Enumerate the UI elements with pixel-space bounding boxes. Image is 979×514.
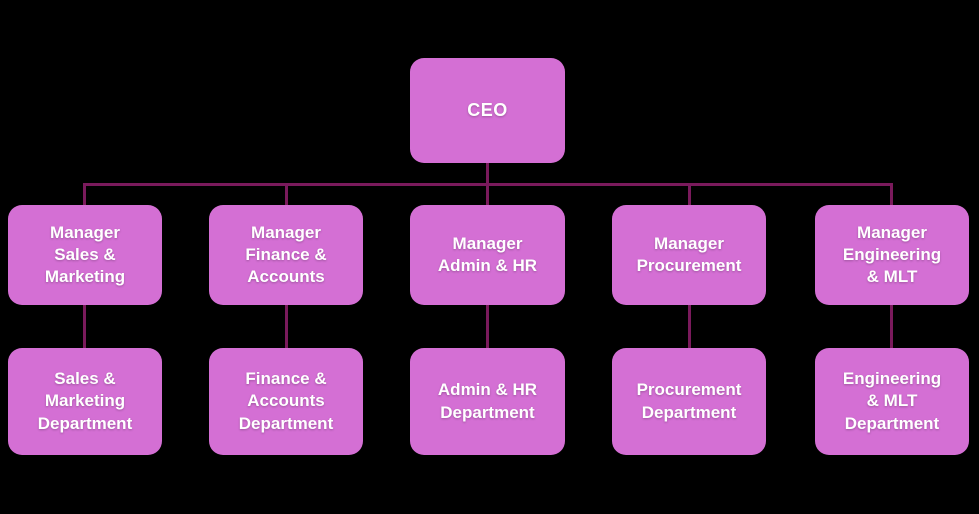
node-manager-engineering-mlt: Manager Engineering & MLT <box>815 205 969 305</box>
node-dept-sales-marketing: Sales & Marketing Department <box>8 348 162 455</box>
node-dept-engineering-mlt: Engineering & MLT Department <box>815 348 969 455</box>
node-manager-sales-marketing: Manager Sales & Marketing <box>8 205 162 305</box>
connector-stub-procurement <box>688 183 691 205</box>
node-dept-procurement: Procurement Department <box>612 348 766 455</box>
node-dept-finance-accounts: Finance & Accounts Department <box>209 348 363 455</box>
connector-drop-engineering <box>890 305 893 348</box>
node-manager-admin-hr: Manager Admin & HR <box>410 205 565 305</box>
node-manager-procurement: Manager Procurement <box>612 205 766 305</box>
connector-drop-procurement <box>688 305 691 348</box>
node-dept-admin-hr: Admin & HR Department <box>410 348 565 455</box>
connector-drop-admin <box>486 305 489 348</box>
connector-drop-finance <box>285 305 288 348</box>
node-ceo: CEO <box>410 58 565 163</box>
connector-stub-finance <box>285 183 288 205</box>
node-manager-finance-accounts: Manager Finance & Accounts <box>209 205 363 305</box>
connector-stub-sales <box>83 183 86 205</box>
connector-stub-engineering <box>890 183 893 205</box>
connector-drop-sales <box>83 305 86 348</box>
connector-bus <box>83 183 893 186</box>
